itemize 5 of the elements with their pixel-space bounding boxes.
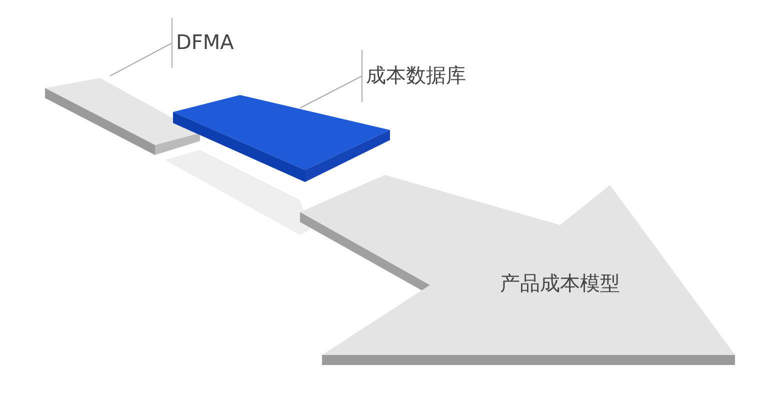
label-text: 成本数据库: [366, 62, 466, 89]
leader-line: [110, 18, 172, 76]
label-text: DFMA: [176, 30, 234, 54]
leader-line: [300, 50, 362, 108]
label-text: 产品成本模型: [500, 270, 620, 297]
